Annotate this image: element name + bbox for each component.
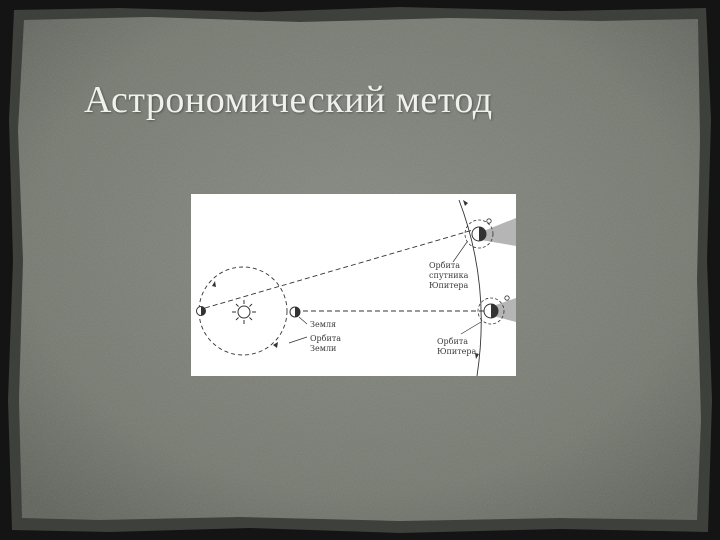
jupiter-lower-icon	[483, 303, 499, 319]
label-satellite-orbit-2: спутника	[429, 271, 469, 280]
arrow-jupiter-orbit-bottom	[475, 353, 479, 359]
label-jupiter-orbit-2: Юпитера	[437, 347, 476, 356]
pointer-satellite-orbit	[452, 241, 468, 263]
sight-line-upper	[204, 229, 474, 309]
jupiter-upper-icon	[471, 226, 487, 242]
earth-orbit	[198, 266, 288, 356]
satellite-orbit-lower	[477, 297, 505, 325]
sun-icon	[232, 300, 256, 324]
pointer-earth-orbit	[288, 336, 308, 344]
arrow-jupiter-orbit-top	[463, 200, 468, 206]
pointer-jupiter-orbit	[460, 321, 482, 335]
label-earth: Земля	[310, 320, 336, 329]
jupiter-orbit	[458, 199, 482, 376]
pointer-earth	[298, 316, 308, 325]
earth-left-icon	[196, 306, 206, 316]
satellite-lower-icon	[504, 295, 510, 301]
jupiter-shadow-lower	[493, 298, 516, 322]
label-jupiter-orbit-1: Орбита	[437, 337, 468, 346]
earth-right-icon	[289, 306, 301, 318]
astronomy-diagram: Земля Орбита Земли Орбита спутника Юпите…	[191, 194, 516, 376]
arrow-earth-orbit-right	[273, 342, 278, 348]
arrow-earth-orbit-left	[212, 281, 216, 287]
label-satellite-orbit-3: Юпитера	[429, 281, 468, 290]
jupiter-shadow-upper	[481, 218, 516, 246]
satellite-orbit-upper	[464, 219, 494, 249]
label-satellite-orbit-1: Орбита	[429, 261, 460, 270]
label-earth-orbit-1: Орбита	[310, 334, 341, 343]
label-earth-orbit-2: Земли	[310, 344, 336, 353]
slide-title: Астрономический метод	[84, 79, 493, 121]
satellite-upper-icon	[486, 218, 492, 224]
orbit-diagram-svg: Земля Орбита Земли Орбита спутника Юпите…	[196, 199, 516, 376]
